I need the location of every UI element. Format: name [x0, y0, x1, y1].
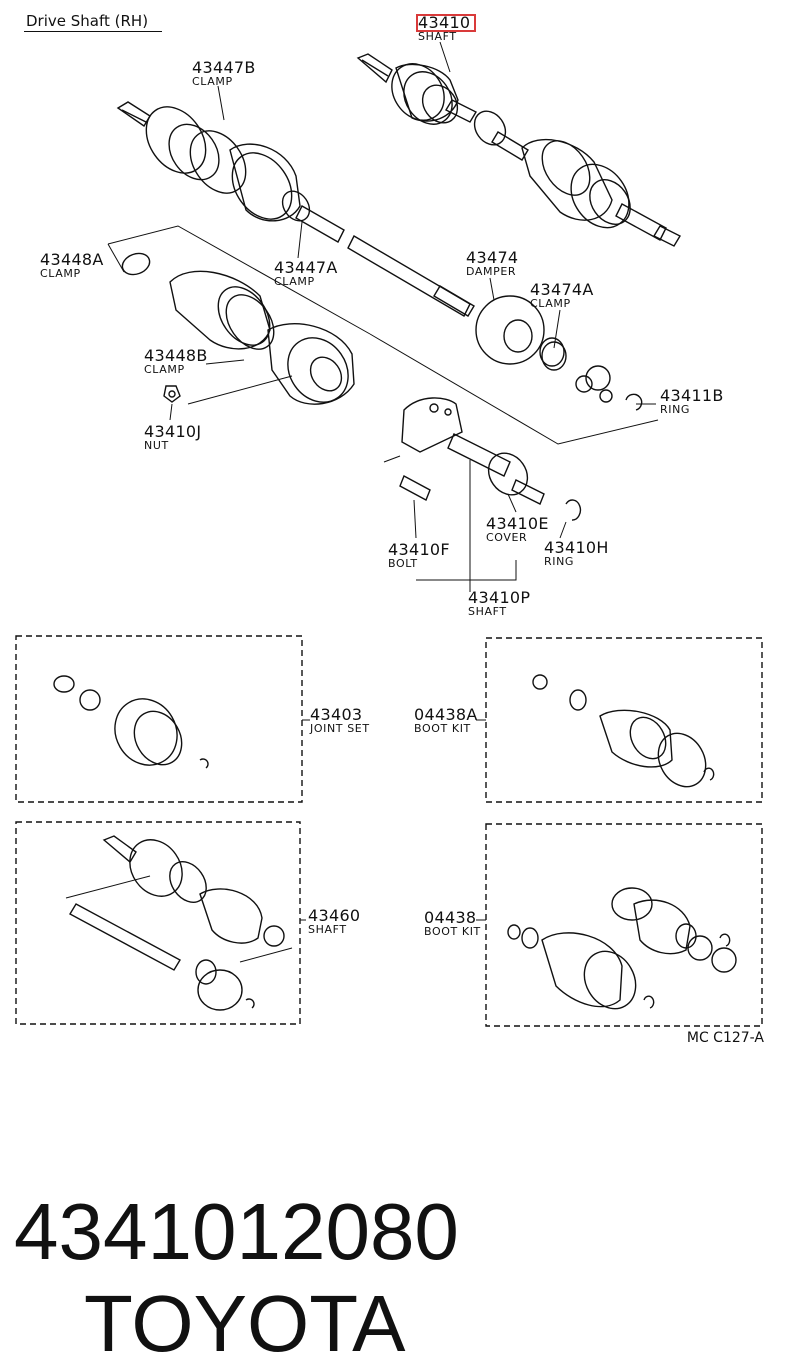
kit-box-43460	[15, 821, 306, 1025]
drive-shaft-assembly-rh	[356, 53, 681, 247]
part-label-43447a[interactable]: 43447A CLAMP	[274, 258, 338, 288]
part-number: 04438A	[414, 705, 478, 724]
part-label-43410[interactable]: 43410 SHAFT	[418, 13, 471, 43]
part-number: 43474A	[530, 280, 594, 299]
part-desc: JOINT SET	[310, 722, 370, 735]
part-number: 43410F	[388, 540, 450, 559]
part-desc: SHAFT	[418, 30, 457, 43]
part-label-43448b[interactable]: 43448B CLAMP	[144, 346, 208, 376]
part-label-43447b[interactable]: 43447B CLAMP	[192, 58, 256, 88]
diagram-title: Drive Shaft (RH)	[26, 12, 149, 30]
part-label-04438a[interactable]: 04438A BOOT KIT	[414, 705, 478, 735]
part-label-43403[interactable]: 43403 JOINT SET	[310, 705, 370, 735]
part-desc: DAMPER	[466, 265, 517, 278]
part-label-43411b[interactable]: 43411B RING	[660, 386, 724, 416]
diagram-reference-code: MC C127-A	[686, 1030, 764, 1046]
part-label-43474[interactable]: 43474 DAMPER	[466, 248, 519, 278]
part-number: 43410	[418, 13, 471, 32]
part-label-43474a[interactable]: 43474A CLAMP	[530, 280, 594, 310]
kit-box-04438a	[476, 637, 763, 803]
selected-part-highlight	[416, 14, 476, 32]
part-number: 43474	[466, 248, 519, 267]
part-desc: CLAMP	[530, 297, 571, 310]
part-label-43410e[interactable]: 43410E COVER	[486, 514, 549, 544]
footer-brand: TOYOTA	[84, 1279, 406, 1368]
part-label-04438[interactable]: 04438 BOOT KIT	[424, 908, 481, 938]
part-label-43448a[interactable]: 43448A CLAMP	[40, 250, 104, 280]
part-desc: CLAMP	[144, 363, 185, 376]
part-desc: BOOT KIT	[424, 925, 481, 938]
part-number: 43410J	[144, 422, 202, 441]
part-number: 43460	[308, 906, 361, 925]
part-label-43460[interactable]: 43460 SHAFT	[308, 906, 361, 936]
part-desc: RING	[660, 403, 691, 416]
part-label-43410j[interactable]: 43410J NUT	[144, 422, 202, 452]
part-number: 43410P	[468, 588, 531, 607]
part-desc: CLAMP	[274, 275, 315, 288]
part-desc: BOOT KIT	[414, 722, 471, 735]
part-desc: COVER	[486, 531, 528, 544]
part-desc: RING	[544, 555, 575, 568]
part-number: 43410H	[544, 538, 609, 557]
part-number: 43448A	[40, 250, 104, 269]
part-number: 43447B	[192, 58, 256, 77]
damper-and-tripod-joint	[399, 295, 643, 521]
drive-shaft-left-assembly	[116, 101, 475, 317]
exploded-parts-diagram	[15, 41, 763, 1027]
part-number: 04438	[424, 908, 477, 927]
part-number: 43448B	[144, 346, 208, 365]
part-number: 43447A	[274, 258, 338, 277]
part-number: 43411B	[660, 386, 724, 405]
part-label-43410p[interactable]: 43410P SHAFT	[468, 588, 531, 618]
leader-lines	[107, 41, 659, 592]
part-number: 43410E	[486, 514, 549, 533]
part-desc: SHAFT	[308, 923, 347, 936]
kit-box-43403	[15, 635, 310, 803]
kit-box-04438	[476, 823, 763, 1027]
part-desc: NUT	[144, 439, 169, 452]
part-desc: BOLT	[388, 557, 418, 570]
part-label-43410f[interactable]: 43410F BOLT	[388, 540, 450, 570]
footer-part-number: 4341012080	[14, 1187, 459, 1276]
outboard-joint-boot	[121, 252, 355, 405]
part-desc: CLAMP	[40, 267, 81, 280]
part-number: 43403	[310, 705, 363, 724]
part-label-43410h[interactable]: 43410H RING	[544, 538, 609, 568]
part-desc: CLAMP	[192, 75, 233, 88]
footer-part-info: 4341012080 TOYOTA	[14, 1186, 800, 1370]
title-underline	[24, 31, 162, 32]
part-desc: SHAFT	[468, 605, 507, 618]
